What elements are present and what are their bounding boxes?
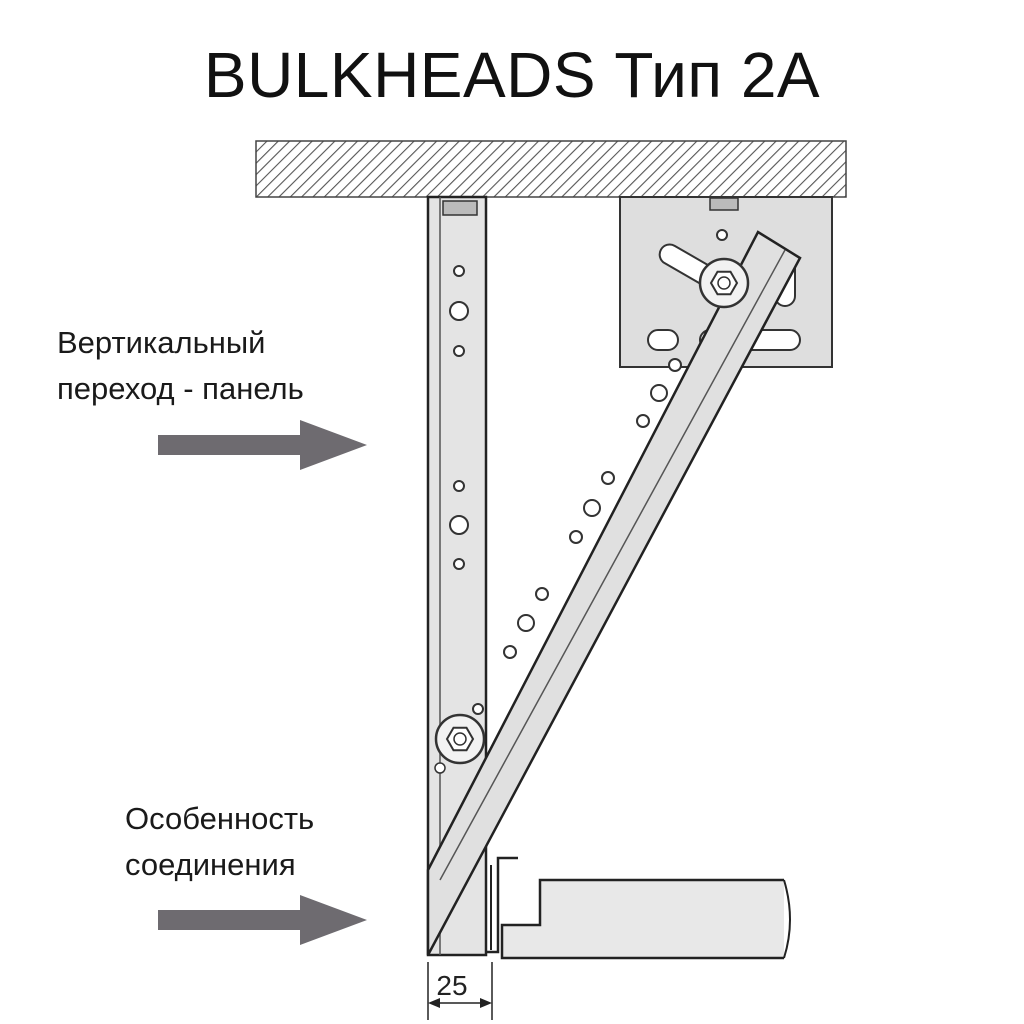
diagonal-strut xyxy=(426,229,802,956)
diagram-title: BULKHEADS Тип 2А xyxy=(203,39,821,111)
label-vertical-line2: переход - панель xyxy=(57,371,304,406)
lower-bolt xyxy=(434,713,486,774)
ceiling-slab xyxy=(255,140,847,198)
arrow-vertical-transition xyxy=(158,420,367,470)
dimension-25: 25 xyxy=(427,962,493,1020)
upper-bolt xyxy=(698,257,750,309)
ceiling-panel xyxy=(486,856,791,960)
label-vertical-transition: Вертикальный переход - панель xyxy=(57,320,304,412)
label-vertical-line1: Вертикальный xyxy=(57,325,266,360)
label-joint-line2: соединения xyxy=(125,847,296,882)
label-joint-line1: Особенность xyxy=(125,801,315,836)
dimension-label: 25 xyxy=(436,970,467,1001)
label-joint-feature: Особенность соединения xyxy=(125,796,314,888)
arrow-joint-feature xyxy=(158,895,367,945)
